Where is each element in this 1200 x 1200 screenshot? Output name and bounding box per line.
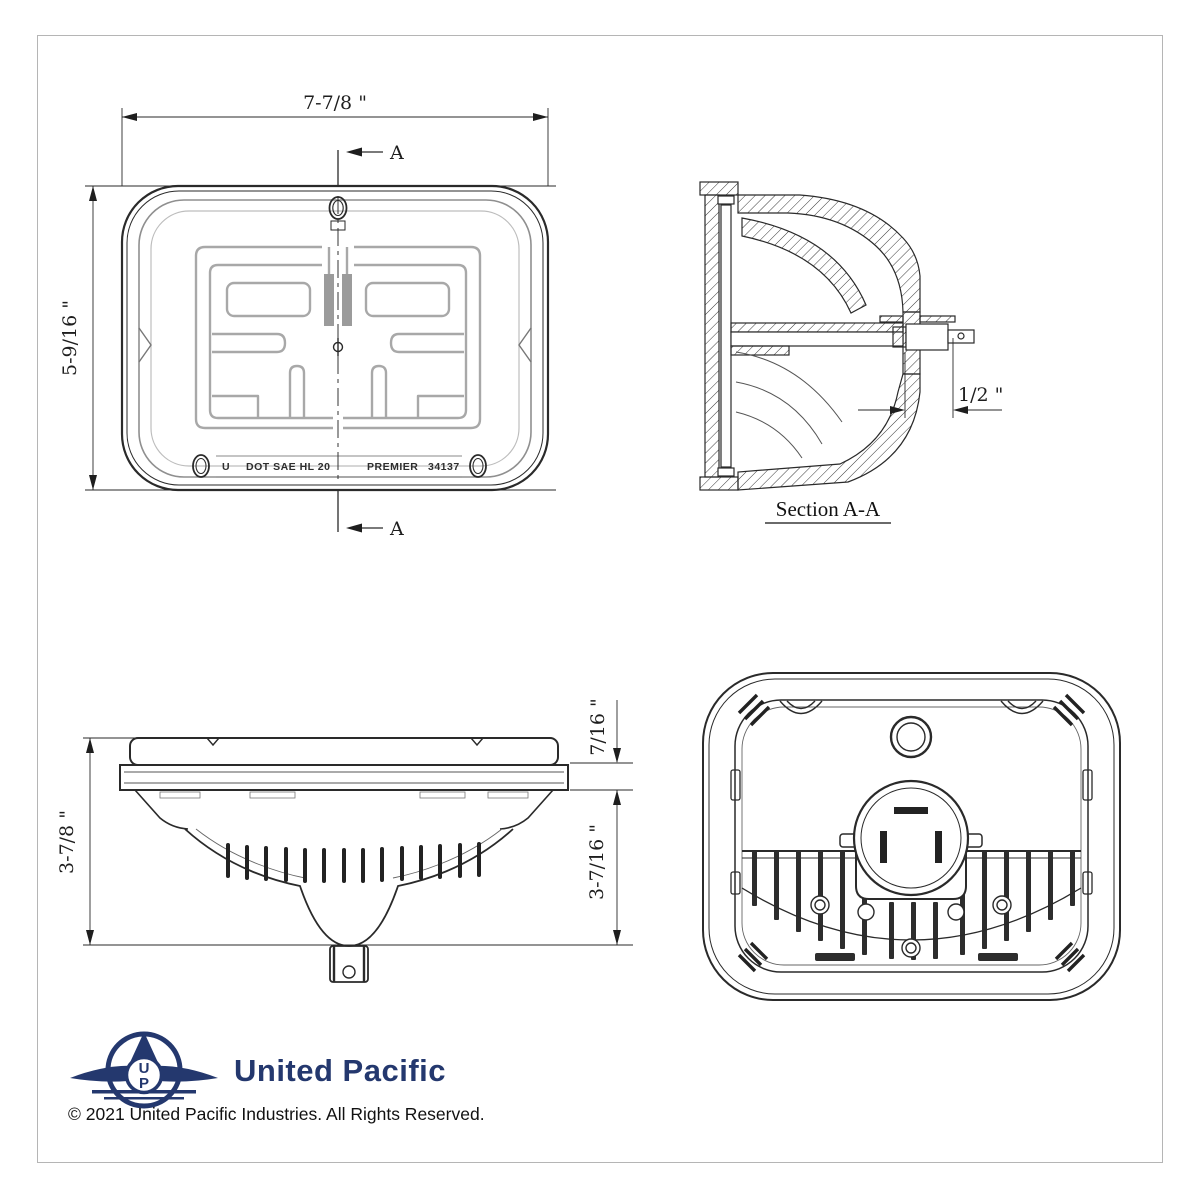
copyright-text: © 2021 United Pacific Industries. All Ri… bbox=[68, 1104, 485, 1124]
connector-slot-left bbox=[880, 831, 887, 863]
screw-bosses bbox=[810, 895, 1012, 958]
marking-u: U bbox=[222, 461, 230, 473]
side-housing bbox=[119, 737, 569, 947]
terminal-hole bbox=[957, 332, 965, 340]
side-clips bbox=[730, 769, 1093, 895]
lens-depth-dimension: 7/16 " bbox=[587, 698, 609, 755]
rear-connector bbox=[839, 779, 983, 900]
led-trace-left bbox=[194, 245, 333, 430]
reflector-curves bbox=[735, 351, 843, 459]
top-screw bbox=[328, 196, 348, 231]
right-notch bbox=[518, 327, 532, 363]
top-scallops bbox=[779, 700, 1044, 715]
mount-hole-right bbox=[469, 454, 487, 478]
mount-hole-left bbox=[192, 454, 210, 478]
body-depth-dimension: 3-7/16 " bbox=[586, 824, 608, 900]
vent-hole bbox=[889, 715, 933, 759]
logo-monogram-u: U bbox=[139, 1060, 150, 1077]
marking-dot-sae: DOT SAE HL 20 bbox=[246, 461, 331, 473]
united-pacific-logo: U P United Pacific bbox=[70, 1031, 446, 1109]
side-view-drawing: 3-7/8 " 7/16 " 3-7/16 " bbox=[56, 698, 633, 983]
corner-brackets bbox=[737, 693, 1086, 973]
section-label: Section A-A bbox=[776, 497, 881, 521]
front-width-dimension: 7-7/8 " bbox=[303, 92, 367, 114]
heat-sink-fins bbox=[226, 842, 481, 883]
led-terminal-right bbox=[342, 274, 352, 326]
section-view-drawing: 1/2 " Section A-A bbox=[699, 181, 1003, 524]
sheet-border bbox=[37, 35, 1163, 1163]
front-housing-outline bbox=[120, 184, 550, 492]
marking-premier: PREMIER bbox=[367, 461, 418, 473]
side-height-dimension: 3-7/8 " bbox=[56, 810, 78, 874]
dimension-arrowheads bbox=[89, 113, 548, 490]
logo-monogram-ring bbox=[124, 1055, 164, 1095]
section-depth-dimension: 1/2 " bbox=[958, 384, 1003, 406]
connector-slot-right bbox=[935, 831, 942, 863]
center-marker bbox=[332, 338, 344, 356]
side-dimension-lines bbox=[83, 700, 633, 946]
section-marker-top: A bbox=[389, 142, 404, 164]
marking-part-number: 34137 bbox=[428, 461, 460, 473]
connector-slot-top bbox=[894, 807, 928, 814]
logo-monogram-p: P bbox=[139, 1075, 149, 1092]
section-cut-body bbox=[699, 181, 975, 491]
led-terminal-left bbox=[324, 274, 334, 326]
section-marker-bottom: A bbox=[389, 518, 404, 540]
back-housing-outline bbox=[702, 672, 1121, 1001]
back-view-drawing bbox=[702, 672, 1121, 1001]
led-trace-right bbox=[341, 245, 482, 430]
front-view-drawing: 7-7/8 " 5-9/16 " A A bbox=[59, 92, 556, 540]
mounting-tab bbox=[329, 945, 369, 983]
left-notch bbox=[138, 327, 152, 363]
front-height-dimension: 5-9/16 " bbox=[59, 300, 81, 376]
logo-wordmark: United Pacific bbox=[234, 1053, 446, 1088]
